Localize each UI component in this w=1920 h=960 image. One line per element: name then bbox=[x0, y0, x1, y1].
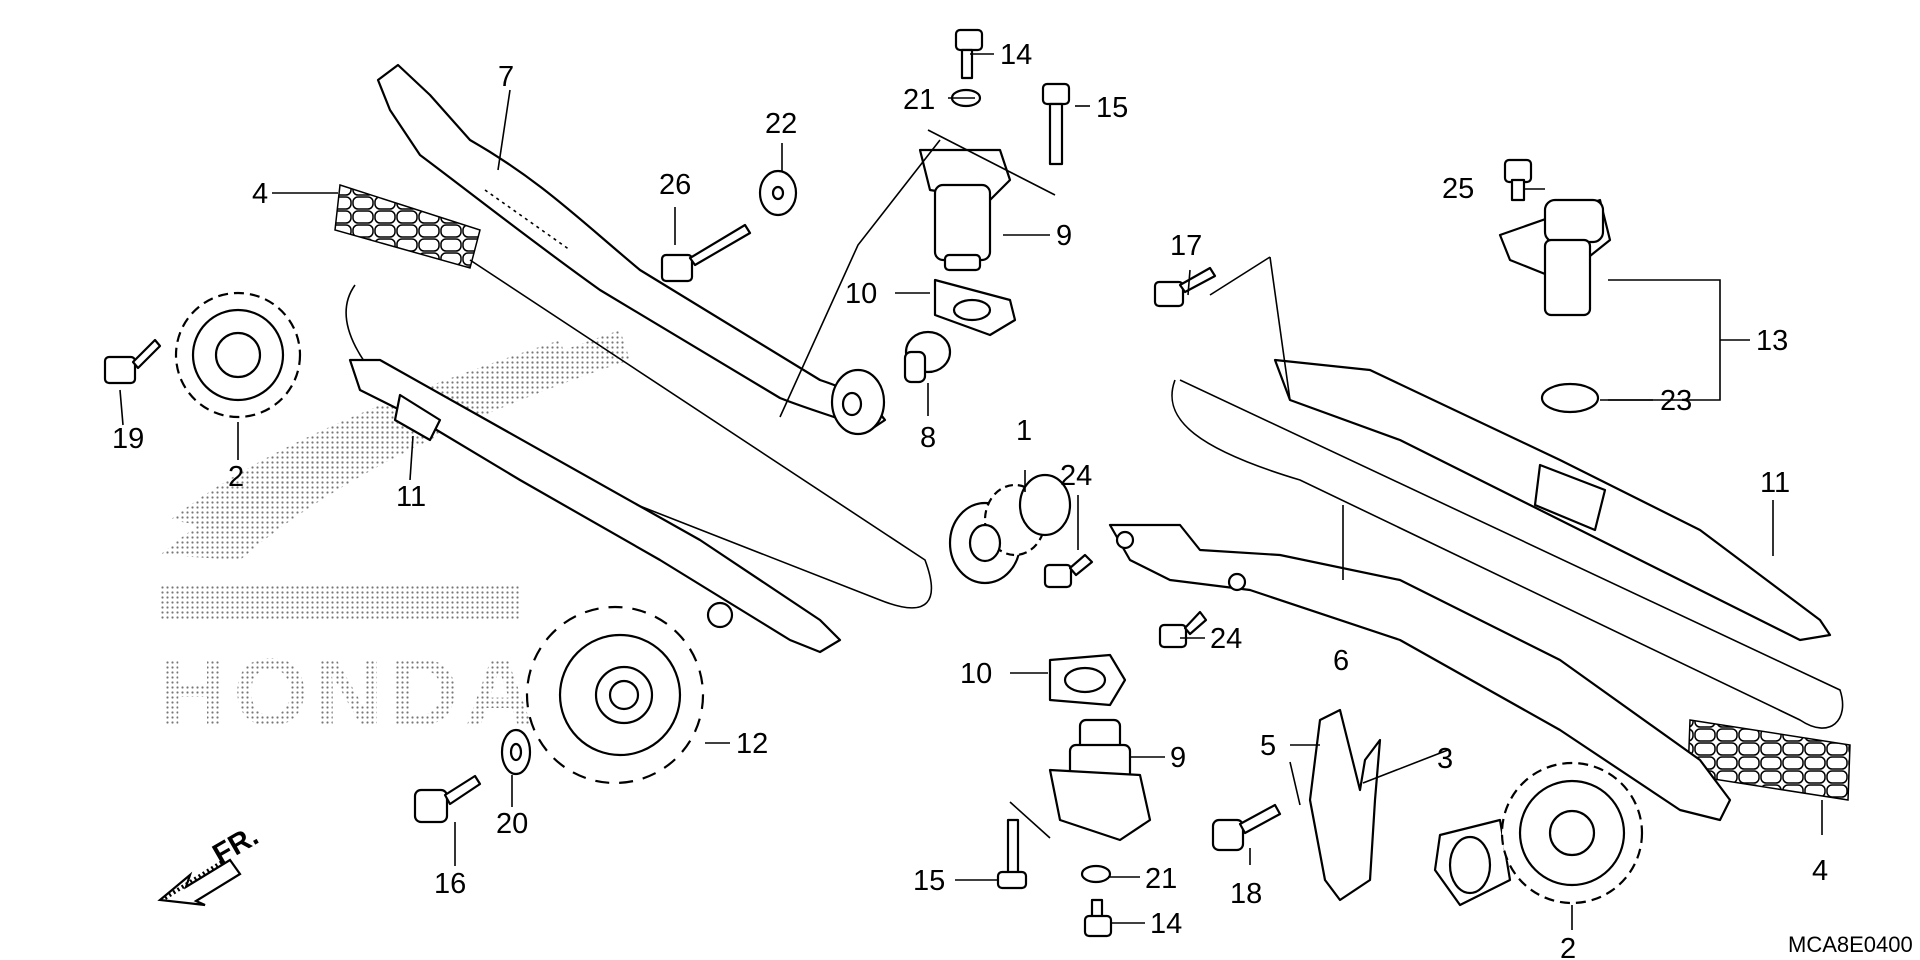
label-2-left: 2 bbox=[228, 461, 244, 493]
label-24-lower: 24 bbox=[1210, 623, 1242, 655]
label-20: 20 bbox=[496, 808, 528, 840]
label-22: 22 bbox=[765, 108, 797, 140]
arm-11-left-hole bbox=[706, 601, 734, 629]
label-16: 16 bbox=[434, 868, 466, 900]
label-26: 26 bbox=[659, 169, 691, 201]
label-3: 3 bbox=[1437, 743, 1453, 775]
label-9-upper: 9 bbox=[1056, 220, 1072, 252]
bolt-14-lower bbox=[1083, 898, 1113, 938]
label-13: 13 bbox=[1756, 325, 1788, 357]
gasket-10-lower bbox=[1048, 653, 1127, 707]
guide-wheel-12 bbox=[525, 605, 705, 785]
label-25: 25 bbox=[1442, 173, 1474, 205]
bolt-18 bbox=[1211, 803, 1282, 852]
label-2-right: 2 bbox=[1560, 933, 1576, 960]
arm-11-right-bracket bbox=[1533, 463, 1607, 532]
gasket-10-upper bbox=[933, 278, 1017, 337]
bolt-14-upper bbox=[954, 28, 984, 80]
right-cam-chain bbox=[1171, 379, 1844, 729]
label-21-lower: 21 bbox=[1145, 863, 1177, 895]
bolt-17 bbox=[1153, 266, 1217, 308]
o-ring-23 bbox=[1540, 382, 1600, 414]
honda-watermark: HONDA bbox=[158, 330, 630, 746]
label-8: 8 bbox=[920, 422, 936, 454]
label-15-upper: 15 bbox=[1096, 92, 1128, 124]
sprocket-assembly-1 bbox=[948, 473, 1072, 585]
label-19: 19 bbox=[112, 423, 144, 455]
bolt-24-lower bbox=[1158, 610, 1208, 649]
bolt-25 bbox=[1503, 158, 1533, 202]
label-24-upper: 24 bbox=[1060, 460, 1092, 492]
label-12: 12 bbox=[736, 728, 768, 760]
washer-20 bbox=[500, 728, 532, 776]
label-15-lower: 15 bbox=[913, 865, 945, 897]
plate-5 bbox=[1308, 708, 1382, 902]
label-21-upper: 21 bbox=[903, 84, 935, 116]
tensioner-9-upper bbox=[918, 148, 1012, 272]
label-1: 1 bbox=[1016, 415, 1032, 447]
label-7: 7 bbox=[498, 61, 514, 93]
label-18: 18 bbox=[1230, 878, 1262, 910]
left-chain-links bbox=[334, 184, 481, 269]
label-10-upper: 10 bbox=[845, 278, 877, 310]
callout-labels: 7 4 19 2 11 26 22 8 1 24 14 21 15 9 10 2… bbox=[112, 39, 1828, 960]
label-5: 5 bbox=[1260, 730, 1276, 762]
sprocket-2-right bbox=[1500, 761, 1644, 905]
bolt-26 bbox=[660, 223, 752, 283]
label-6: 6 bbox=[1333, 645, 1349, 677]
label-10-lower: 10 bbox=[960, 658, 992, 690]
label-17: 17 bbox=[1170, 230, 1202, 262]
sensor-13 bbox=[1498, 198, 1612, 317]
guide-7-teeth bbox=[484, 189, 571, 251]
bolt-16 bbox=[413, 774, 482, 824]
guide-7-pivot-hole bbox=[841, 391, 863, 417]
collar-8 bbox=[903, 330, 952, 384]
bolt-24-upper bbox=[1043, 553, 1094, 589]
label-11-right: 11 bbox=[1760, 467, 1790, 499]
diagram-code: MCA8E0400 bbox=[1788, 932, 1913, 957]
bolt-19 bbox=[103, 338, 162, 385]
sprocket-2-left bbox=[174, 291, 302, 419]
label-9-lower: 9 bbox=[1170, 742, 1186, 774]
front-direction-arrow: FR. bbox=[157, 820, 264, 907]
guide-6-hole-a bbox=[1115, 530, 1135, 550]
label-14-upper: 14 bbox=[1000, 39, 1032, 71]
label-14-lower: 14 bbox=[1150, 908, 1182, 940]
gasket-3 bbox=[1433, 818, 1512, 907]
watermark-text: HONDA bbox=[158, 639, 540, 746]
washer-21-lower bbox=[1080, 864, 1112, 884]
bolt-15-upper bbox=[1041, 82, 1071, 166]
guide-6-hole-b bbox=[1227, 572, 1247, 592]
arm-11-left-bracket bbox=[393, 393, 442, 442]
label-11-left: 11 bbox=[396, 481, 426, 513]
tensioner-9-lower bbox=[1048, 718, 1152, 842]
label-4-left: 4 bbox=[252, 178, 268, 210]
label-23: 23 bbox=[1660, 385, 1692, 417]
chain-guide-6 bbox=[1108, 523, 1732, 822]
bolt-15-lower bbox=[996, 818, 1028, 890]
leader-lines bbox=[119, 53, 1823, 930]
direction-label: FR. bbox=[208, 820, 264, 871]
label-4-right: 4 bbox=[1812, 855, 1828, 887]
washer-22 bbox=[758, 169, 798, 217]
